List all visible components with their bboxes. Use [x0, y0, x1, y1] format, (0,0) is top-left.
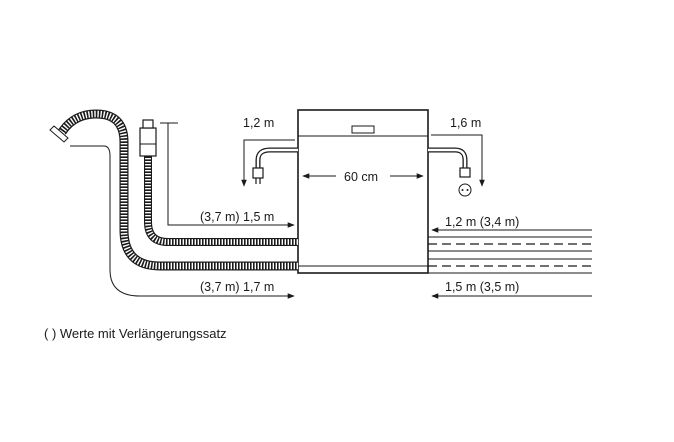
inlet-hose	[139, 119, 298, 246]
label-left-mid: (3,7 m) 1,5 m	[200, 210, 274, 224]
label-left-bottom: (3,7 m) 1,7 m	[200, 280, 274, 294]
cable-length-arrow-left	[241, 139, 295, 187]
footnote: ( ) Werte mit Verlängerungssatz	[44, 326, 227, 341]
drain-hose	[49, 109, 298, 271]
inlet-length-dimension	[160, 122, 295, 228]
label-width: 60 cm	[344, 170, 378, 184]
extension-hoses	[428, 236, 592, 274]
dishwasher	[297, 109, 429, 274]
socket-cable	[428, 147, 472, 197]
power-cable	[252, 147, 298, 184]
label-right-mid: 1,2 m (3,4 m)	[445, 215, 519, 229]
drain-length-dimension	[70, 145, 295, 299]
label-left-top: 1,2 m	[243, 116, 274, 130]
label-right-bottom: 1,5 m (3,5 m)	[445, 280, 519, 294]
label-right-top: 1,6 m	[450, 116, 481, 130]
cable-length-arrow-right	[431, 134, 485, 187]
